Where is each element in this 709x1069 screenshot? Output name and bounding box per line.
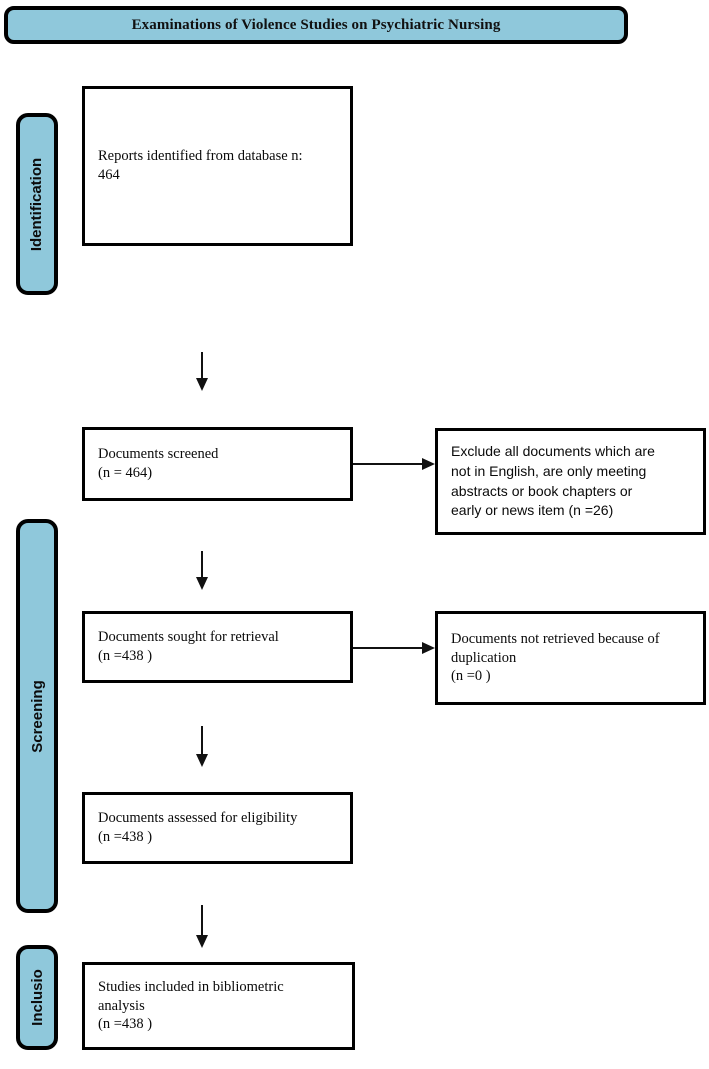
arrow-head bbox=[196, 577, 208, 590]
flow-box-documents-not-retrieved: Documents not retrieved because of dupli… bbox=[435, 611, 706, 705]
down-arrow-icon-screened-to-sought bbox=[196, 551, 209, 591]
flow-box-documents-sought-text: Documents sought for retrieval (n =438 ) bbox=[98, 629, 279, 664]
phase-label-screening-text: Screening bbox=[28, 679, 46, 753]
arrow-head bbox=[196, 378, 208, 391]
arrow-shaft bbox=[353, 647, 423, 649]
arrow-head bbox=[422, 642, 435, 654]
right-arrow-icon-sought-to-not-retrieved bbox=[353, 642, 435, 655]
arrow-head bbox=[422, 458, 435, 470]
flow-box-records-identified-text: Reports identified from database n: 464 bbox=[98, 148, 303, 183]
flow-box-documents-excluded-text: Exclude all documents which are not in E… bbox=[451, 442, 655, 519]
phase-label-identification: Identification bbox=[16, 113, 58, 295]
flow-box-documents-screened: Documents screened (n = 464) bbox=[82, 427, 353, 501]
flow-box-documents-assessed: Documents assessed for eligibility (n =4… bbox=[82, 792, 353, 864]
down-arrow-icon-assessed-to-included bbox=[196, 905, 209, 949]
arrow-head bbox=[196, 935, 208, 948]
right-arrow-icon-screened-to-excluded bbox=[353, 458, 435, 471]
flow-box-studies-included-text: Studies included in bibliometric analysi… bbox=[98, 978, 284, 1033]
arrow-shaft bbox=[201, 551, 203, 578]
arrow-head bbox=[196, 754, 208, 767]
flow-box-documents-excluded: Exclude all documents which are not in E… bbox=[435, 428, 706, 535]
arrow-shaft bbox=[201, 352, 203, 379]
page-title: Examinations of Violence Studies on Psyc… bbox=[131, 16, 501, 33]
phase-label-inclusion: Inclusio bbox=[16, 945, 58, 1050]
flow-box-documents-sought: Documents sought for retrieval (n =438 ) bbox=[82, 611, 353, 683]
flow-box-documents-screened-text: Documents screened (n = 464) bbox=[98, 446, 219, 481]
down-arrow-icon-sought-to-assessed bbox=[196, 726, 209, 768]
arrow-shaft bbox=[201, 726, 203, 755]
flow-box-records-identified: Reports identified from database n: 464 bbox=[82, 86, 353, 246]
phase-label-inclusion-text: Inclusio bbox=[28, 969, 46, 1026]
flow-box-studies-included: Studies included in bibliometric analysi… bbox=[82, 962, 355, 1050]
arrow-shaft bbox=[201, 905, 203, 936]
flow-box-documents-assessed-text: Documents assessed for eligibility (n =4… bbox=[98, 810, 298, 845]
diagram-title-banner: Examinations of Violence Studies on Psyc… bbox=[4, 6, 628, 44]
phase-label-identification-text: Identification bbox=[28, 157, 46, 251]
down-arrow-icon-identified-to-screened bbox=[196, 352, 209, 392]
flow-box-documents-not-retrieved-text: Documents not retrieved because of dupli… bbox=[451, 630, 660, 685]
arrow-shaft bbox=[353, 463, 423, 465]
phase-label-screening: Screening bbox=[16, 519, 58, 913]
